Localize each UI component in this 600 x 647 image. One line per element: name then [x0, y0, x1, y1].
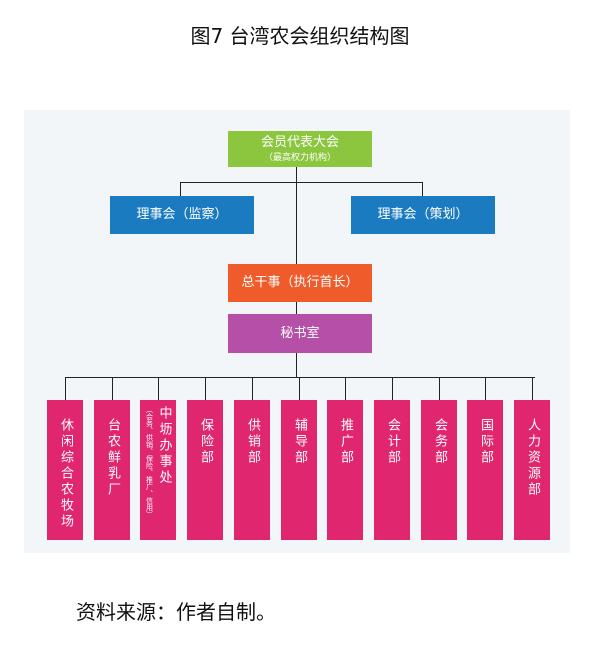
connector-department-drop	[112, 377, 113, 400]
connector-department-drop	[485, 377, 486, 400]
connector-trunk	[296, 183, 297, 264]
org-chart-panel: 会员代表大会 （最高权力机构） 理事会（监察） 理事会（策划） 总干事（执行首长…	[24, 110, 570, 553]
department-label: 保险部	[198, 418, 213, 466]
department-text: 人力资源部	[524, 418, 540, 498]
board-planning-box: 理事会（策划）	[351, 196, 495, 234]
department-text: 台农鲜乳厂	[104, 418, 120, 498]
connector-department-drop	[439, 377, 440, 400]
department-box: 会务部	[421, 400, 457, 540]
department-label: 会务部	[432, 418, 447, 466]
connector-gm-secretariat	[296, 302, 297, 314]
connector-department-drop	[532, 377, 533, 400]
connector-department-drop	[158, 377, 159, 400]
secretariat-label: 秘书室	[280, 325, 320, 341]
department-box: 中坜办事处（会务、供销、保险、推广、信用）	[140, 400, 176, 540]
department-text: 会务部	[431, 418, 447, 466]
board-supervision-label: 理事会（监察）	[136, 207, 228, 222]
department-text: 推广部	[337, 418, 353, 466]
department-text: 国际部	[477, 418, 493, 466]
connector-board-right	[422, 182, 423, 196]
department-text: 中坜办事处（会务、供销、保险、推广、信用）	[145, 406, 172, 518]
general-assembly-sublabel: （最高权力机构）	[263, 152, 336, 163]
secretariat-box: 秘书室	[228, 314, 372, 353]
general-assembly-box: 会员代表大会 （最高权力机构）	[228, 131, 372, 167]
general-assembly-label: 会员代表大会	[260, 134, 339, 150]
department-label: 中坜办事处	[156, 406, 172, 486]
department-box: 推广部	[327, 400, 363, 540]
department-box: 会计部	[374, 400, 410, 540]
department-text: 休闲综合农牧场	[57, 418, 73, 530]
connector-department-drop	[252, 377, 253, 400]
department-text: 辅导部	[291, 418, 307, 466]
board-planning-label: 理事会（策划）	[377, 207, 469, 222]
department-box: 供销部	[234, 400, 270, 540]
connector-secretariat-down	[296, 353, 297, 377]
department-text: 供销部	[244, 418, 260, 466]
general-manager-label: 总干事（执行首长）	[241, 275, 359, 290]
department-label: 推广部	[338, 418, 353, 466]
general-manager-box: 总干事（执行首长）	[228, 264, 372, 302]
connector-board-left	[180, 182, 181, 196]
connector-department-drop	[345, 377, 346, 400]
department-label: 国际部	[478, 418, 493, 466]
connector-board-bar	[180, 182, 422, 183]
department-label: 辅导部	[292, 418, 307, 466]
department-box: 人力资源部	[514, 400, 550, 540]
department-text: 保险部	[197, 418, 213, 466]
department-box: 保险部	[187, 400, 223, 540]
department-box: 休闲综合农牧场	[47, 400, 83, 540]
department-label: 供销部	[245, 418, 260, 466]
department-box: 辅导部	[281, 400, 317, 540]
department-label: 会计部	[385, 418, 400, 466]
department-label: 台农鲜乳厂	[105, 418, 120, 498]
department-label: 休闲综合农牧场	[58, 418, 73, 530]
connector-department-drop	[65, 377, 66, 400]
department-box: 台农鲜乳厂	[94, 400, 130, 540]
department-sublabel: （会务、供销、保险、推广、信用）	[145, 406, 154, 518]
connector-top-down	[296, 167, 297, 182]
connector-department-drop	[392, 377, 393, 400]
department-box: 国际部	[467, 400, 503, 540]
department-text: 会计部	[384, 418, 400, 466]
board-supervision-box: 理事会（监察）	[110, 196, 254, 234]
figure-title: 图7 台湾农会组织结构图	[190, 24, 410, 48]
connector-department-drop	[205, 377, 206, 400]
figure-source: 资料来源：作者自制。	[76, 600, 276, 624]
connector-department-drop	[299, 377, 300, 400]
department-label: 人力资源部	[525, 418, 540, 498]
connector-department-bar	[65, 377, 535, 378]
